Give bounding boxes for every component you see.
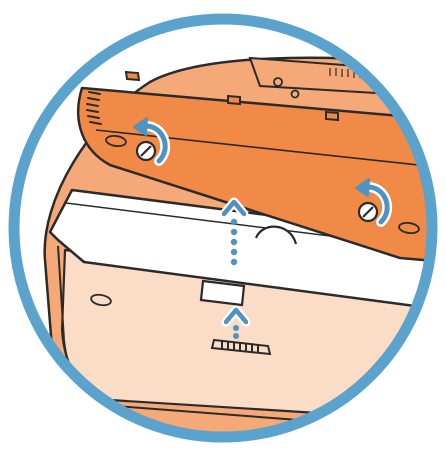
screw-icon — [359, 203, 377, 221]
battery-label-tab — [201, 281, 244, 305]
screw-icon — [137, 142, 155, 160]
